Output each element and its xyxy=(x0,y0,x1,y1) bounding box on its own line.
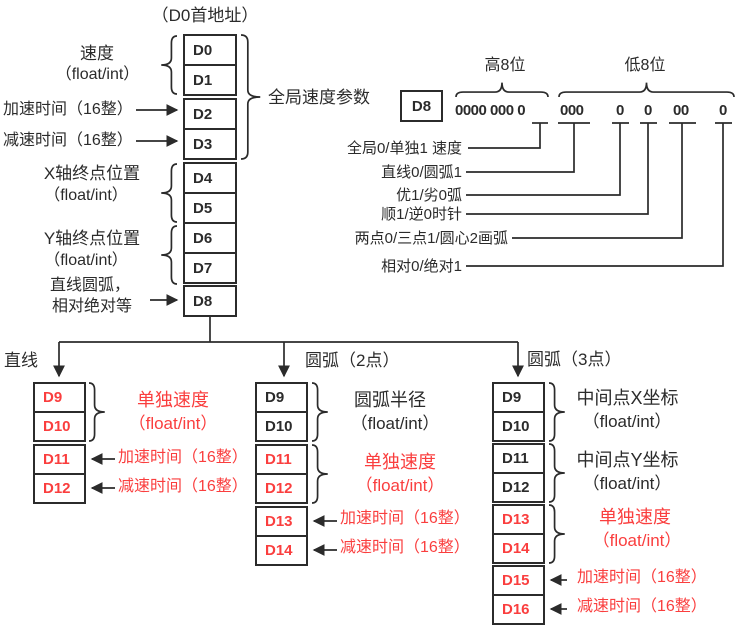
branch-title-line: 直线 xyxy=(4,351,38,370)
y-endpoint-type-label: （float/int） xyxy=(44,252,128,269)
bitlead-2 xyxy=(466,123,621,196)
arc2-speed-label: 单独速度 xyxy=(364,452,436,472)
bit-label-line-arc: 直线0/圆弧1 xyxy=(381,164,462,181)
branch1-register-cell-d14: D14 xyxy=(255,535,308,566)
bit-group-speedmode: 000 xyxy=(560,102,584,119)
d8-note-line2: 相对绝对等 xyxy=(52,298,133,315)
bit-major-minor: 0 xyxy=(644,102,652,119)
register-cell-d1: D1 xyxy=(183,64,237,96)
global-speed-label: 全局速度参数 xyxy=(268,88,370,107)
brace xyxy=(548,504,565,564)
bit-label-rel-abs: 相对0/绝对1 xyxy=(381,258,462,275)
arc2-radius-label: 圆弧半径 xyxy=(354,390,426,410)
branch1-register-cell-d12: D12 xyxy=(255,473,308,504)
bit-rel-abs: 0 xyxy=(719,102,727,119)
arc2-speed-type-label: （float/int） xyxy=(355,476,445,495)
branch1-register-cell-d13: D13 xyxy=(255,506,308,537)
arc3-speed-type-label: （float/int） xyxy=(592,531,682,550)
brace xyxy=(161,35,178,95)
overbrace xyxy=(558,82,735,98)
line-accel-label: 加速时间（16整） xyxy=(118,449,248,466)
branch2-register-cell-d15: D15 xyxy=(492,565,545,596)
branch2-register-cell-d14: D14 xyxy=(492,533,545,564)
register-cell-d8: D8 xyxy=(183,285,237,317)
branch2-register-cell-d11: D11 xyxy=(492,443,545,474)
brace xyxy=(311,444,328,504)
arc3-decel-label: 减速时间（16整） xyxy=(577,598,707,615)
line-speed-label: 单独速度 xyxy=(137,390,209,410)
arc2-radius-type-label: （float/int） xyxy=(350,414,440,433)
brace xyxy=(311,382,328,442)
bit-label-speed-mode: 全局0/单独1 速度 xyxy=(346,140,462,157)
brace xyxy=(161,225,178,285)
arc3-midy-type-label: （float/int） xyxy=(582,474,672,493)
branch2-register-cell-d16: D16 xyxy=(492,594,545,625)
register-cell-d0: D0 xyxy=(183,34,237,66)
branch-title-arc3: 圆弧（3点） xyxy=(527,350,622,369)
arc3-midy-label: 中间点Y坐标 xyxy=(576,450,679,470)
branch2-register-cell-d13: D13 xyxy=(492,504,545,535)
brace xyxy=(161,163,178,223)
bitfield-register-cell: D8 xyxy=(400,90,443,122)
branch1-register-cell-d9: D9 xyxy=(255,382,308,413)
bitlead-4 xyxy=(512,123,683,239)
branch2-register-cell-d9: D9 xyxy=(492,382,545,413)
bitlead-1 xyxy=(466,123,575,173)
arc2-accel-label: 加速时间（16整） xyxy=(340,510,470,527)
branch0-register-cell-d10: D10 xyxy=(33,411,86,442)
arc3-accel-label: 加速时间（16整） xyxy=(577,569,707,586)
register-cell-d5: D5 xyxy=(183,192,237,224)
branch1-register-cell-d11: D11 xyxy=(255,444,308,475)
branch2-register-cell-d12: D12 xyxy=(492,472,545,503)
register-cell-d4: D4 xyxy=(183,162,237,194)
speed-type-label: （float/int） xyxy=(55,66,140,83)
bit-label-arc-method: 两点0/三点1/圆心2画弧 xyxy=(354,230,508,247)
branch0-register-cell-d11: D11 xyxy=(33,444,86,475)
bitlead-0 xyxy=(468,123,541,149)
x-endpoint-label: X轴终点位置 xyxy=(43,164,141,183)
branch-title-arc2: 圆弧（2点） xyxy=(305,351,400,370)
branch0-register-cell-d9: D9 xyxy=(33,382,86,413)
arc3-midx-label: 中间点X坐标 xyxy=(576,388,679,408)
column-title: （D0首地址） xyxy=(151,6,259,25)
overbrace xyxy=(455,82,549,98)
low-byte-label: 低8位 xyxy=(624,57,666,74)
speed-label: 速度 xyxy=(80,44,114,63)
branch1-register-cell-d10: D10 xyxy=(255,411,308,442)
accel-time-label: 加速时间（16整） xyxy=(3,101,133,118)
register-cell-d2: D2 xyxy=(183,98,237,130)
bit-line-arc: 0 xyxy=(616,102,624,119)
register-cell-d3: D3 xyxy=(183,128,237,160)
y-endpoint-label: Y轴终点位置 xyxy=(43,229,141,248)
bit-label-major-minor: 优1/劣0弧 xyxy=(396,187,462,204)
branch0-register-cell-d12: D12 xyxy=(33,473,86,504)
bit-arc-method: 00 xyxy=(673,102,689,119)
x-endpoint-type-label: （float/int） xyxy=(44,187,128,204)
bitlead-3 xyxy=(466,123,649,215)
arc3-speed-label: 单独速度 xyxy=(599,507,671,527)
arc3-midx-type-label: （float/int） xyxy=(582,412,672,431)
branch2-register-cell-d10: D10 xyxy=(492,411,545,442)
brace xyxy=(240,34,261,160)
high-byte-label: 高8位 xyxy=(484,57,526,74)
d8-note-line1: 直线圆弧， xyxy=(50,277,131,294)
arc2-decel-label: 减速时间（16整） xyxy=(340,539,470,556)
line-decel-label: 减速时间（16整） xyxy=(118,478,248,495)
bit-group-high: 0000 000 0 xyxy=(455,102,526,119)
bit-label-cw-ccw: 顺1/逆0时针 xyxy=(381,206,462,223)
line-speed-type-label: （float/int） xyxy=(128,414,218,433)
register-cell-d6: D6 xyxy=(183,222,237,254)
register-cell-d7: D7 xyxy=(183,252,237,284)
decel-time-label: 减速时间（16整） xyxy=(3,132,133,149)
brace xyxy=(88,382,105,442)
